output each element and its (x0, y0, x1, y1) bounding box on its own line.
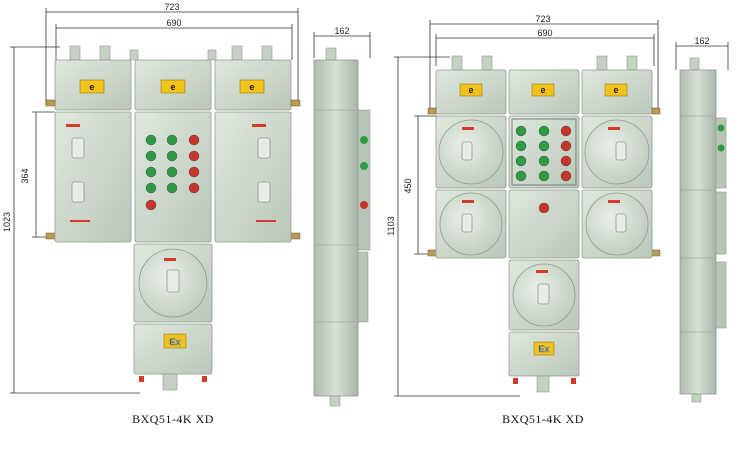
dim-width-outer-right: 723 (535, 14, 550, 24)
right-lamp-panel (508, 115, 580, 189)
dim-width-inner: 690 (166, 18, 181, 28)
left-breaker-handles (71, 137, 271, 203)
right-warning-labels (462, 127, 620, 203)
right-top-dimensions (429, 20, 659, 110)
left-nameplates: e e e (79, 79, 265, 94)
left-lower-enclosure (133, 243, 213, 323)
left-side-view: 162 (313, 26, 371, 407)
left-warning-labels (66, 124, 276, 222)
right-round-enclosures (435, 115, 653, 259)
side-body-left (313, 59, 359, 397)
right-breaker-handles (461, 141, 627, 233)
dim-height-total-right: 1103 (386, 216, 396, 235)
left-ex-box: Ex (133, 323, 213, 391)
right-front-view: 723 690 1103 450 e e (386, 14, 661, 426)
nameplate-ex-right: Ex (538, 344, 549, 354)
dim-side-width-right: 162 (694, 36, 709, 46)
left-side-dimensions (10, 46, 140, 394)
caption-right: BXQ51-4K XD (502, 412, 584, 426)
right-nameplates: e e e (459, 83, 628, 97)
right-lower-enclosure (508, 259, 580, 331)
right-ex-box: Ex (508, 331, 580, 393)
nameplate-e-5: e (540, 85, 545, 95)
right-side-dimensions (394, 56, 520, 397)
right-mounting-lugs (427, 107, 661, 257)
side-body-right (679, 69, 717, 395)
left-top-glands (69, 45, 273, 61)
caption-left: BXQ51-4K XD (132, 412, 214, 426)
right-side-view: 162 (675, 36, 729, 403)
nameplate-e-1: e (89, 82, 94, 92)
dim-height-total: 1023 (2, 212, 12, 232)
dim-side-width-left: 162 (334, 26, 349, 36)
nameplate-e-6: e (613, 85, 618, 95)
right-side-width-dimension (675, 42, 729, 70)
left-indicator-lamps (145, 134, 200, 211)
right-indicator-lamps (515, 125, 572, 182)
nameplate-e-2: e (170, 82, 175, 92)
right-center-lower-box (508, 189, 580, 259)
left-front-view: 723 690 1023 364 (2, 2, 301, 426)
right-top-glands (451, 55, 638, 71)
dim-width-outer: 723 (164, 2, 179, 12)
left-side-width-dimension (313, 32, 371, 58)
nameplate-e-4: e (468, 85, 473, 95)
dim-height-upper: 364 (20, 168, 30, 183)
nameplate-e-3: e (249, 82, 254, 92)
dim-width-inner-right: 690 (537, 28, 552, 38)
dim-height-upper-right: 450 (403, 178, 413, 193)
nameplate-ex-left: Ex (169, 337, 180, 347)
left-top-dimensions (45, 8, 299, 105)
